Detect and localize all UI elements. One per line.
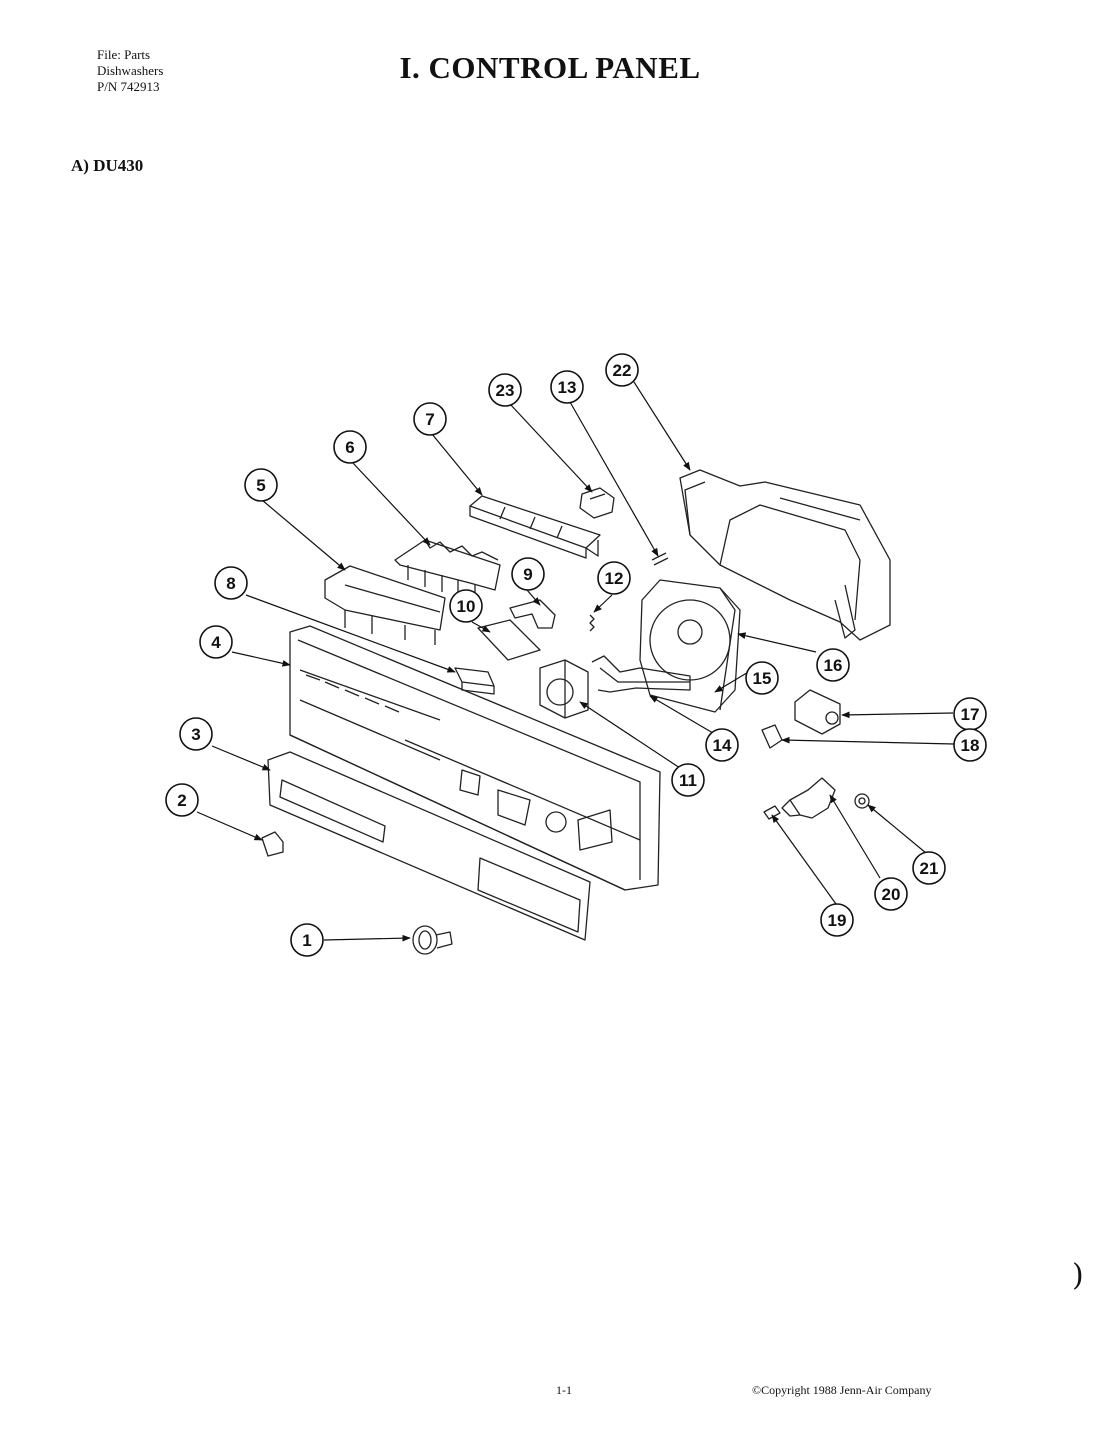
- callout-6: 6: [333, 430, 367, 464]
- callout-22: 22: [605, 353, 639, 387]
- part-18-switch: [761, 724, 783, 749]
- part-5-bracket: [324, 565, 446, 645]
- margin-bracket: ): [1072, 1258, 1084, 1293]
- callout-13: 13: [550, 370, 584, 404]
- part-9-clip: [509, 599, 556, 629]
- part-6-bracket: [394, 539, 501, 600]
- callout-9-label: 9: [523, 565, 532, 584]
- callout-12: 12: [597, 561, 631, 595]
- part-10-plate: [477, 619, 541, 661]
- callout-14-label: 14: [713, 736, 732, 755]
- callout-21-label: 21: [920, 859, 939, 878]
- part-16-timer: [639, 579, 741, 713]
- callout-5-label: 5: [256, 476, 265, 495]
- callout-12-label: 12: [605, 569, 624, 588]
- leader-lines: [196, 381, 955, 942]
- page-title: I. CONTROL PANEL: [399, 50, 701, 85]
- callout-7-label: 7: [425, 410, 434, 429]
- callouts: 1 2 3 4 5 6 7 8 9 10 11 12 13 14 15 16 1…: [165, 353, 987, 957]
- callout-2-label: 2: [177, 791, 186, 810]
- copyright-notice: ©Copyright 1988 Jenn-Air Company: [752, 1383, 932, 1397]
- section-label: A) DU430: [71, 156, 144, 175]
- callout-4: 4: [199, 625, 233, 659]
- callout-11-label: 11: [679, 771, 697, 790]
- callout-17-label: 17: [961, 705, 980, 724]
- part-2-button: [261, 831, 284, 857]
- file-line: File: Parts: [97, 47, 151, 62]
- part-12-spring: [589, 614, 595, 632]
- callout-19: 19: [820, 903, 854, 937]
- callout-16: 16: [816, 648, 850, 682]
- callout-17: 17: [953, 697, 987, 731]
- part-21-grommet: [854, 793, 870, 809]
- file-info: File: Parts Dishwashers P/N 742913: [97, 47, 163, 95]
- part-14-harness: [591, 655, 691, 693]
- callout-20-label: 20: [882, 885, 901, 904]
- callout-23: 23: [488, 373, 522, 407]
- callout-22-label: 22: [613, 361, 632, 380]
- callout-11: 11: [671, 763, 705, 797]
- callout-3-label: 3: [191, 725, 200, 744]
- callout-21: 21: [912, 851, 946, 885]
- callout-10: 10: [449, 589, 483, 623]
- part-3-trim: [267, 751, 591, 941]
- callout-15-label: 15: [753, 669, 772, 688]
- callout-23-label: 23: [496, 381, 515, 400]
- callout-19-label: 19: [828, 911, 847, 930]
- part-4-main-panel: [289, 625, 661, 891]
- callout-8: 8: [214, 566, 248, 600]
- callout-14: 14: [705, 728, 739, 762]
- callout-16-label: 16: [824, 656, 843, 675]
- file-line: Dishwashers: [97, 63, 164, 78]
- callout-7: 7: [413, 402, 447, 436]
- part-1-knob: [412, 925, 453, 955]
- callout-18: 18: [953, 728, 987, 762]
- part-22-housing: [679, 469, 891, 641]
- part-11-selector: [539, 659, 589, 719]
- callout-2: 2: [165, 783, 199, 817]
- callout-5: 5: [244, 468, 278, 502]
- part-7-strip: [469, 495, 601, 559]
- part-13-screw: [651, 552, 669, 566]
- callout-6-label: 6: [345, 438, 354, 457]
- callout-3: 3: [179, 717, 213, 751]
- part-8-switch: [454, 667, 495, 695]
- file-line: P/N 742913: [97, 79, 160, 94]
- callout-13-label: 13: [558, 378, 577, 397]
- part-17-relay: [794, 689, 841, 735]
- page-number: 1-1: [556, 1383, 572, 1397]
- callout-20: 20: [874, 877, 908, 911]
- part-23-block: [579, 487, 615, 519]
- callout-8-label: 8: [226, 574, 235, 593]
- callout-15: 15: [745, 661, 779, 695]
- part-19-fuse: [763, 805, 781, 820]
- callout-10-label: 10: [457, 597, 476, 616]
- callout-18-label: 18: [961, 736, 980, 755]
- callout-1-label: 1: [302, 931, 311, 950]
- callout-1: 1: [290, 923, 324, 957]
- callout-4-label: 4: [211, 633, 221, 652]
- callout-9: 9: [511, 557, 545, 591]
- part-20-probe: [781, 777, 836, 819]
